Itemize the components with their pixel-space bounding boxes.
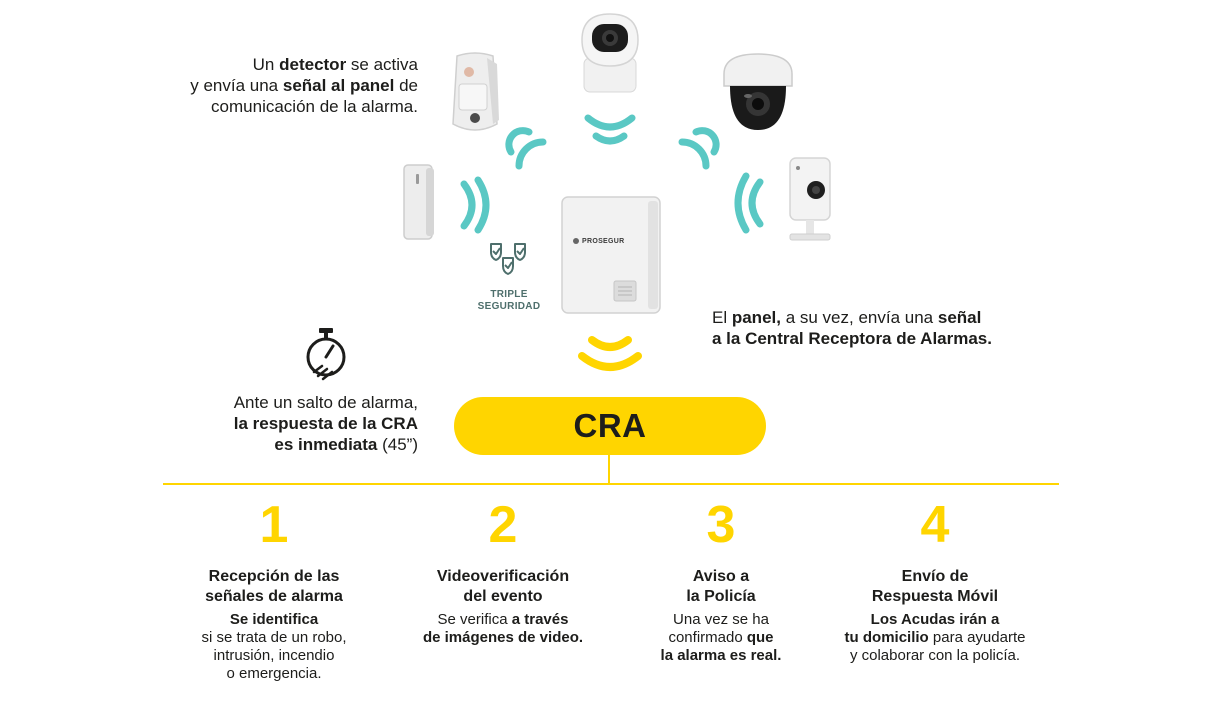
triple-seguridad-badge: TRIPLE SEGURIDAD [470, 240, 548, 313]
step-body: Una vez se ha confirmado que la alarma e… [660, 611, 782, 664]
step-number: 1 [259, 496, 289, 554]
step-body: Se identifica si se trata de un robo, in… [201, 611, 347, 682]
step-number: 3 [706, 496, 736, 554]
step-body: Se verifica a través de imágenes de vide… [422, 611, 584, 646]
step-body: Los Acudas irán a tu domicilio para ayud… [844, 611, 1026, 664]
step-number: 2 [488, 496, 518, 554]
cube-camera-icon [789, 157, 831, 241]
signal-wave-panel [578, 336, 642, 371]
connector-vertical [608, 455, 610, 484]
signal-wave-ptz [584, 114, 636, 145]
signal-wave-cube [734, 172, 764, 234]
signal-wave-dome [678, 127, 720, 170]
step-number: 4 [920, 496, 950, 554]
connector-horizontal [163, 483, 1059, 485]
cra-pill: CRA [454, 397, 766, 455]
door-sensor-icon [403, 164, 434, 240]
triple-shield-icon [490, 243, 526, 275]
motion-detector-icon [452, 52, 499, 131]
alarm-panel-icon [561, 196, 661, 314]
dome-camera-icon [723, 53, 793, 130]
triple-label-line1: TRIPLE [490, 289, 528, 300]
detector-description: Un detector se activa y envía una señal … [190, 55, 418, 116]
stopwatch-icon [306, 328, 346, 381]
response-description: Ante un salto de alarma, la respuesta de… [233, 393, 418, 454]
signal-wave-detector [505, 127, 547, 170]
panel-description: El panel, a su vez, envía una señal a la… [712, 308, 992, 348]
triple-label-line2: SEGURIDAD [477, 301, 541, 312]
ptz-camera-icon [581, 13, 639, 93]
signal-wave-door [460, 176, 490, 234]
panel-brand: PROSEGUR [582, 238, 625, 245]
